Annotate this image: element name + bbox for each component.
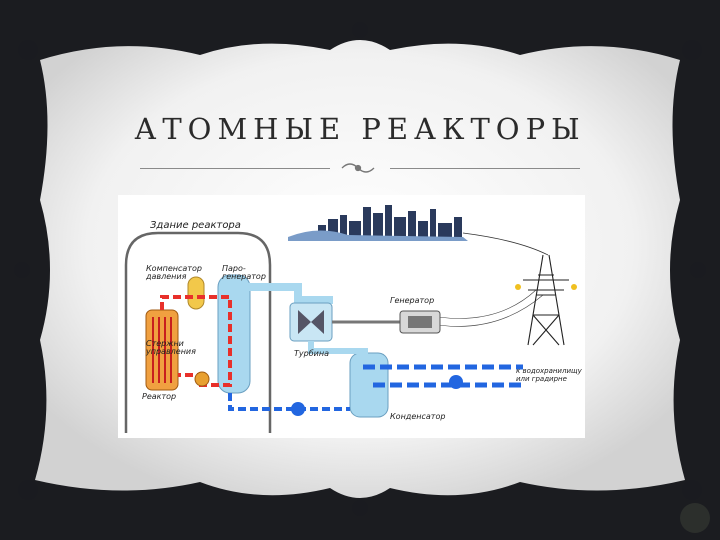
cooling-pump <box>449 375 463 389</box>
flourish-ornament-center <box>341 163 375 173</box>
steam-line <box>248 283 333 304</box>
reactor-schematic <box>124 205 577 433</box>
title-divider-right <box>390 168 580 169</box>
feedwater-loop <box>228 393 350 411</box>
label-building: Здание реактора <box>150 220 241 231</box>
feed-pump <box>291 402 305 416</box>
label-water-source: к водохранилищу или градирне <box>516 367 582 383</box>
spark-icon <box>515 284 577 290</box>
label-compensator: Компенсатор давления <box>146 264 202 281</box>
corner-flourishes <box>14 22 706 516</box>
label-generator: Генератор <box>390 296 435 305</box>
label-reactor: Реактор <box>142 392 177 401</box>
steam-generator <box>217 274 251 394</box>
cooling-loop <box>363 364 523 388</box>
reactor-diagram: Здание реактора Компенсатор давления Пар… <box>118 195 585 438</box>
city-skyline <box>288 205 468 241</box>
page-title: АТОМНЫЕ РЕАКТОРЫ <box>134 112 586 146</box>
circulation-pump <box>194 371 210 387</box>
label-steam-generator: Паро- генератор <box>222 264 266 281</box>
title-divider-left <box>140 168 330 169</box>
label-turbine: Турбина <box>294 349 329 358</box>
label-condenser: Конденсатор <box>390 412 446 421</box>
smiley-icon <box>680 503 710 533</box>
condenser <box>349 352 389 418</box>
reactor-building <box>124 231 272 433</box>
pressure-compensator <box>187 276 205 310</box>
transmission-tower <box>523 254 569 346</box>
power-line <box>462 232 549 256</box>
label-control-rods: Стержни управления <box>146 339 196 356</box>
